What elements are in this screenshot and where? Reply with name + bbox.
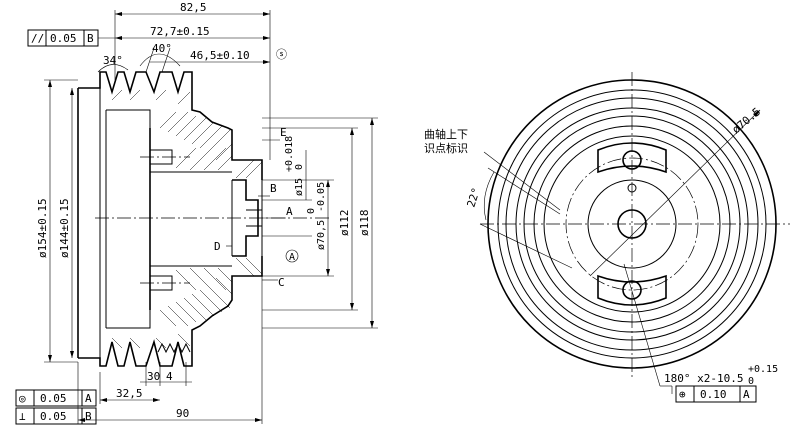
parallel-datum: B <box>87 32 94 45</box>
dim-dia-70-tol2: -0.05 <box>316 182 327 212</box>
ring-6 <box>533 125 731 323</box>
position-symbol: ⊕ <box>679 388 686 401</box>
perpendicular-frame: ⊥ 0.05 B <box>15 407 97 425</box>
datum-D: D <box>214 240 221 253</box>
rim-inner-lower <box>106 310 151 329</box>
dim-length-46: 46,5±0.10 <box>190 49 250 62</box>
dim-dia-15-tol: +0.018 <box>284 136 295 172</box>
perpendicular-value: 0.05 <box>40 410 67 423</box>
dim-width-32: 32,5 <box>116 387 143 400</box>
datum-labels: E B A A D C <box>214 126 299 289</box>
position-datum: A <box>743 388 750 401</box>
position-frame: ⊕ 0.10 A <box>675 385 757 403</box>
bolt-circle <box>565 157 699 291</box>
teeth-detail <box>157 342 191 354</box>
hole-lower <box>622 280 642 300</box>
datum-A-circle <box>285 249 299 263</box>
datum-C: C <box>278 276 285 289</box>
hub-outer <box>587 179 677 269</box>
ring-7 <box>543 135 721 313</box>
dim-dia-70-tol: 0 <box>306 208 317 214</box>
dim-dia-70: ø70,5 <box>316 220 327 250</box>
ring-3 <box>505 97 759 351</box>
mark-hole <box>627 183 637 193</box>
datum-B: B <box>270 182 277 195</box>
parallel-symbol: // <box>31 32 44 45</box>
dim-holes-spec: 180° x2-10.5 <box>664 372 743 385</box>
datum-A: A <box>286 205 293 218</box>
ring-outer <box>487 79 777 369</box>
datum-A-circle-label: A <box>289 252 295 263</box>
perpendicular-datum: B <box>85 410 92 423</box>
slot-upper <box>597 142 667 174</box>
dim-length-72: 72,7±0.15 <box>150 25 210 38</box>
front-dimensions: ø70.5 22° 曲轴上下 识点标识 180° x2-10.5 +0.15 0 <box>424 105 778 394</box>
front-view <box>480 72 790 380</box>
dim-width-90: 90 <box>176 407 189 420</box>
hatch-upper <box>111 89 263 179</box>
dim-dia-144: ø144±0.15 <box>58 198 71 258</box>
concentric-value: 0.05 <box>40 392 67 405</box>
ring-2 <box>497 89 767 359</box>
dim-dia-70-right: ø70.5 <box>730 105 764 136</box>
dim-width-30: 30 <box>147 370 160 383</box>
crank-mark-line1: 曲轴上下 <box>424 127 468 141</box>
section-view <box>77 71 330 367</box>
dim-holes-tol: +0.15 <box>748 364 778 375</box>
dim-angle-34: 34° <box>103 54 123 67</box>
dim-dia-118: ø118 <box>358 210 371 237</box>
spigot <box>232 179 259 257</box>
pulley-outline-lower <box>78 256 263 367</box>
dim-holes-tol2: 0 <box>748 376 754 387</box>
angle-34-arc <box>97 64 129 73</box>
dim-dia-154: ø154±0.15 <box>36 198 49 258</box>
pulley-outline-upper <box>78 71 263 180</box>
surface-mark: ⓢ <box>276 48 287 61</box>
dim-angle-22: 22° <box>464 186 483 209</box>
dim-overall-length: 82,5 <box>180 1 207 14</box>
angle-40-arc <box>139 53 181 67</box>
concentric-datum: A <box>85 392 92 405</box>
dim-dia-15-tol2: 0 <box>294 164 305 170</box>
perpendicular-symbol: ⊥ <box>19 410 26 423</box>
datum-E: E <box>280 126 287 139</box>
dim-dia-112: ø112 <box>338 210 351 237</box>
hatch-lower <box>111 257 263 349</box>
crank-mark-line2: 识点标识 <box>424 141 468 155</box>
section-dimensions: 82,5 72,7±0.15 46,5±0.10 ⓢ 34° 40° ø154±… <box>36 1 378 424</box>
dim-dia-15: ø15 <box>294 178 305 196</box>
hub-bore <box>617 209 647 239</box>
position-value: 0.10 <box>700 388 727 401</box>
parallel-frame: // 0.05 B <box>27 29 115 47</box>
angle-22-arc <box>483 171 495 221</box>
parallel-value: 0.05 <box>50 32 77 45</box>
concentric-frame: ◎ 0.05 A <box>15 389 97 407</box>
ring-4 <box>515 107 749 341</box>
hole-upper <box>622 150 642 170</box>
dim-width-4: 4 <box>166 370 173 383</box>
dim-angle-40: 40° <box>152 42 172 55</box>
concentric-symbol: ◎ <box>19 392 26 405</box>
slot-lower <box>597 274 667 306</box>
ring-5 <box>523 115 741 333</box>
rim-inner-upper <box>106 109 151 128</box>
